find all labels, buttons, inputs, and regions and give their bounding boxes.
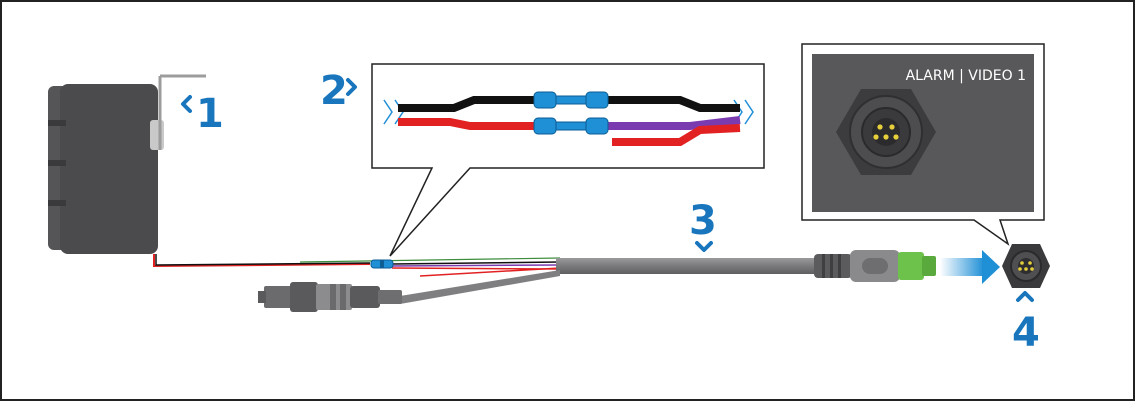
splice-connector-icon xyxy=(370,259,394,269)
main-cable xyxy=(400,258,815,304)
callout-3: 3 xyxy=(689,198,717,252)
socket-panel-label: ALARM | VIDEO 1 xyxy=(906,68,1026,84)
bracket-icon xyxy=(158,74,206,150)
splice-connector-icon xyxy=(533,117,609,135)
callout-1: 1 xyxy=(181,91,224,137)
callout-1-number: 1 xyxy=(196,91,224,137)
callout-4: 4 xyxy=(1012,291,1040,356)
socket-callout-panel: ALARM | VIDEO 1 xyxy=(801,43,1045,246)
callout-3-number: 3 xyxy=(689,198,717,244)
splice-connector-icon xyxy=(533,91,609,109)
splice-callout-panel xyxy=(371,63,765,257)
multipin-plug xyxy=(814,250,936,282)
callout-2: 2 xyxy=(320,68,357,114)
insert-arrow-icon xyxy=(940,250,1000,284)
callout-4-number: 4 xyxy=(1012,310,1040,356)
bnc-connector-icon xyxy=(258,282,402,312)
camera-unit xyxy=(48,84,164,254)
multipin-socket-icon xyxy=(1002,244,1050,288)
camera-wires xyxy=(153,254,561,277)
callout-2-number: 2 xyxy=(320,68,348,114)
